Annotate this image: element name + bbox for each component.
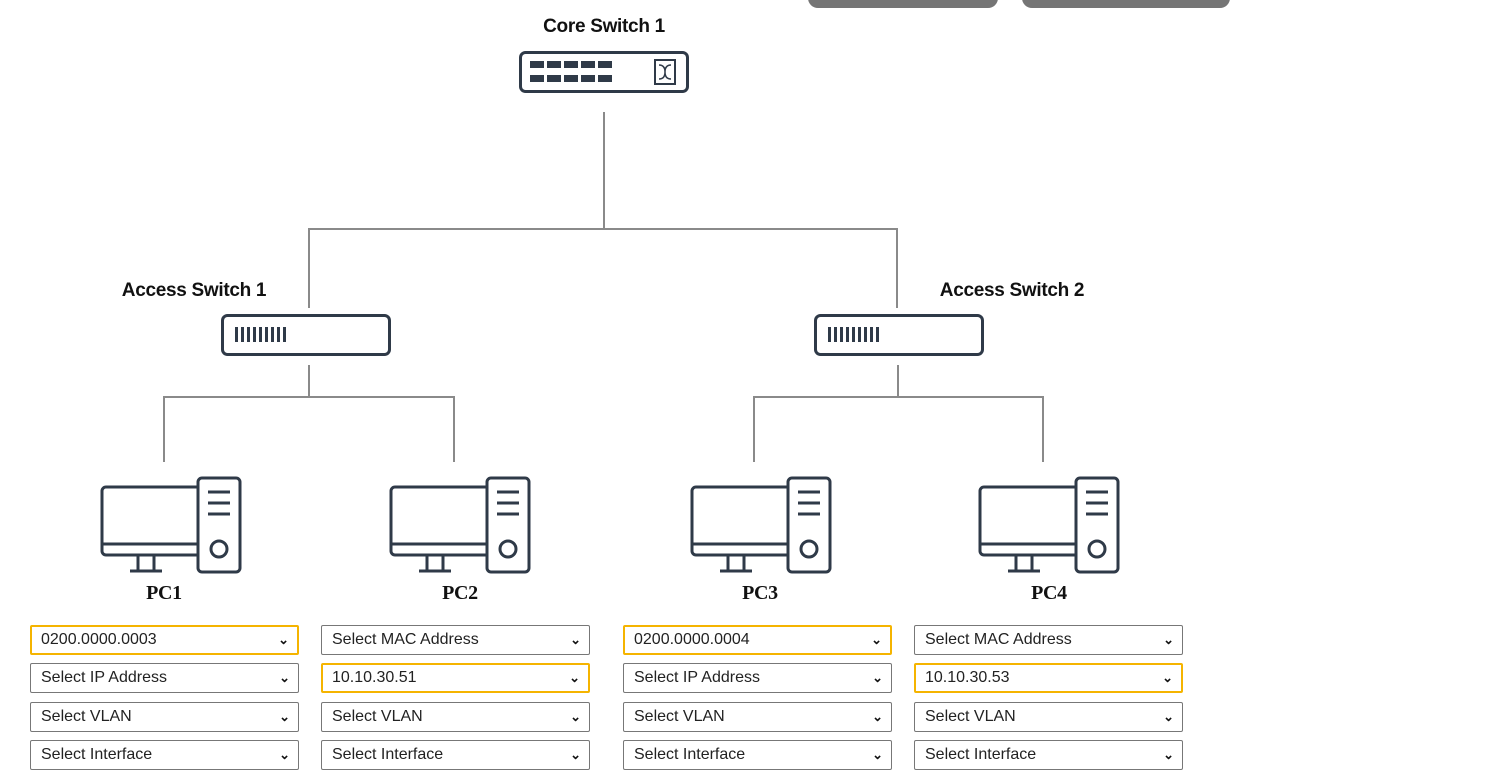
pc1-ip-value: Select IP Address xyxy=(41,669,167,686)
link-core xyxy=(603,112,605,230)
link-core-access1 xyxy=(308,228,310,308)
pc2-vlan-value: Select VLAN xyxy=(332,708,423,725)
pc4-ip-value: 10.10.30.53 xyxy=(925,669,1010,686)
core-switch-label: Core Switch 1 xyxy=(543,16,665,37)
pc4-mac-value: Select MAC Address xyxy=(925,631,1072,648)
chevron-down-icon: ⌄ xyxy=(570,747,581,762)
chevron-down-icon: ⌄ xyxy=(1162,670,1173,685)
pc4-icon[interactable] xyxy=(978,476,1123,581)
pc3-ip-select[interactable]: Select IP Address ⌄ xyxy=(623,663,892,693)
pc4-label: PC4 xyxy=(1031,582,1067,604)
pc3-iface-value: Select Interface xyxy=(634,746,746,763)
pc4-mac-select[interactable]: Select MAC Address ⌄ xyxy=(914,625,1183,655)
toolbar-button-1[interactable] xyxy=(808,0,998,8)
pc1-ip-select[interactable]: Select IP Address ⌄ xyxy=(30,663,299,693)
pc1-mac-value: 0200.0000.0003 xyxy=(41,631,157,648)
chevron-down-icon: ⌄ xyxy=(570,709,581,724)
pc2-iface-select[interactable]: Select Interface ⌄ xyxy=(321,740,590,770)
pc1-mac-select[interactable]: 0200.0000.0003 ⌄ xyxy=(30,625,299,655)
chevron-down-icon: ⌄ xyxy=(278,632,289,647)
pc4-iface-select[interactable]: Select Interface ⌄ xyxy=(914,740,1183,770)
chevron-down-icon: ⌄ xyxy=(872,709,883,724)
pc2-label: PC2 xyxy=(442,582,478,604)
link-access2 xyxy=(897,365,899,398)
pc2-vlan-select[interactable]: Select VLAN ⌄ xyxy=(321,702,590,732)
link-core-access2 xyxy=(896,228,898,308)
link-access1-bus xyxy=(163,396,455,398)
pc3-label: PC3 xyxy=(742,582,778,604)
pc4-iface-value: Select Interface xyxy=(925,746,1037,763)
pc1-iface-value: Select Interface xyxy=(41,746,153,763)
access-switch-1-icon[interactable] xyxy=(221,314,391,356)
link-access2-pc3 xyxy=(753,396,755,462)
link-access2-pc4 xyxy=(1042,396,1044,462)
chevron-down-icon: ⌄ xyxy=(872,747,883,762)
link-access1-pc2 xyxy=(453,396,455,462)
pc2-icon[interactable] xyxy=(389,476,534,581)
pc4-vlan-select[interactable]: Select VLAN ⌄ xyxy=(914,702,1183,732)
pc2-iface-value: Select Interface xyxy=(332,746,444,763)
link-access2-bus xyxy=(753,396,1044,398)
pc1-vlan-select[interactable]: Select VLAN ⌄ xyxy=(30,702,299,732)
pc3-vlan-value: Select VLAN xyxy=(634,708,725,725)
pc3-vlan-select[interactable]: Select VLAN ⌄ xyxy=(623,702,892,732)
chevron-down-icon: ⌄ xyxy=(1163,709,1174,724)
core-switch-icon[interactable] xyxy=(519,51,689,93)
chevron-down-icon: ⌄ xyxy=(872,670,883,685)
toolbar-button-2[interactable] xyxy=(1022,0,1230,8)
link-access1-pc1 xyxy=(163,396,165,462)
access-switch-2-label: Access Switch 2 xyxy=(939,280,1085,301)
pc3-iface-select[interactable]: Select Interface ⌄ xyxy=(623,740,892,770)
pc2-mac-select[interactable]: Select MAC Address ⌄ xyxy=(321,625,590,655)
access-switch-2-icon[interactable] xyxy=(814,314,984,356)
pc1-vlan-value: Select VLAN xyxy=(41,708,132,725)
pc2-ip-value: 10.10.30.51 xyxy=(332,669,417,686)
pc3-mac-select[interactable]: 0200.0000.0004 ⌄ xyxy=(623,625,892,655)
link-core-bus xyxy=(308,228,898,230)
chevron-down-icon: ⌄ xyxy=(279,670,290,685)
pc4-vlan-value: Select VLAN xyxy=(925,708,1016,725)
pc1-label: PC1 xyxy=(146,582,182,604)
pc4-ip-select[interactable]: 10.10.30.53 ⌄ xyxy=(914,663,1183,693)
pc2-mac-value: Select MAC Address xyxy=(332,631,479,648)
chevron-down-icon: ⌄ xyxy=(279,709,290,724)
pc1-iface-select[interactable]: Select Interface ⌄ xyxy=(30,740,299,770)
chevron-down-icon: ⌄ xyxy=(871,632,882,647)
pc3-mac-value: 0200.0000.0004 xyxy=(634,631,750,648)
chevron-down-icon: ⌄ xyxy=(570,632,581,647)
chevron-down-icon: ⌄ xyxy=(1163,747,1174,762)
pc2-ip-select[interactable]: 10.10.30.51 ⌄ xyxy=(321,663,590,693)
pc1-icon[interactable] xyxy=(100,476,245,581)
chevron-down-icon: ⌄ xyxy=(279,747,290,762)
chevron-down-icon: ⌄ xyxy=(569,670,580,685)
chevron-down-icon: ⌄ xyxy=(1163,632,1174,647)
link-access1 xyxy=(308,365,310,398)
pc3-ip-value: Select IP Address xyxy=(634,669,760,686)
pc3-icon[interactable] xyxy=(690,476,835,581)
access-switch-1-label: Access Switch 1 xyxy=(121,280,267,301)
